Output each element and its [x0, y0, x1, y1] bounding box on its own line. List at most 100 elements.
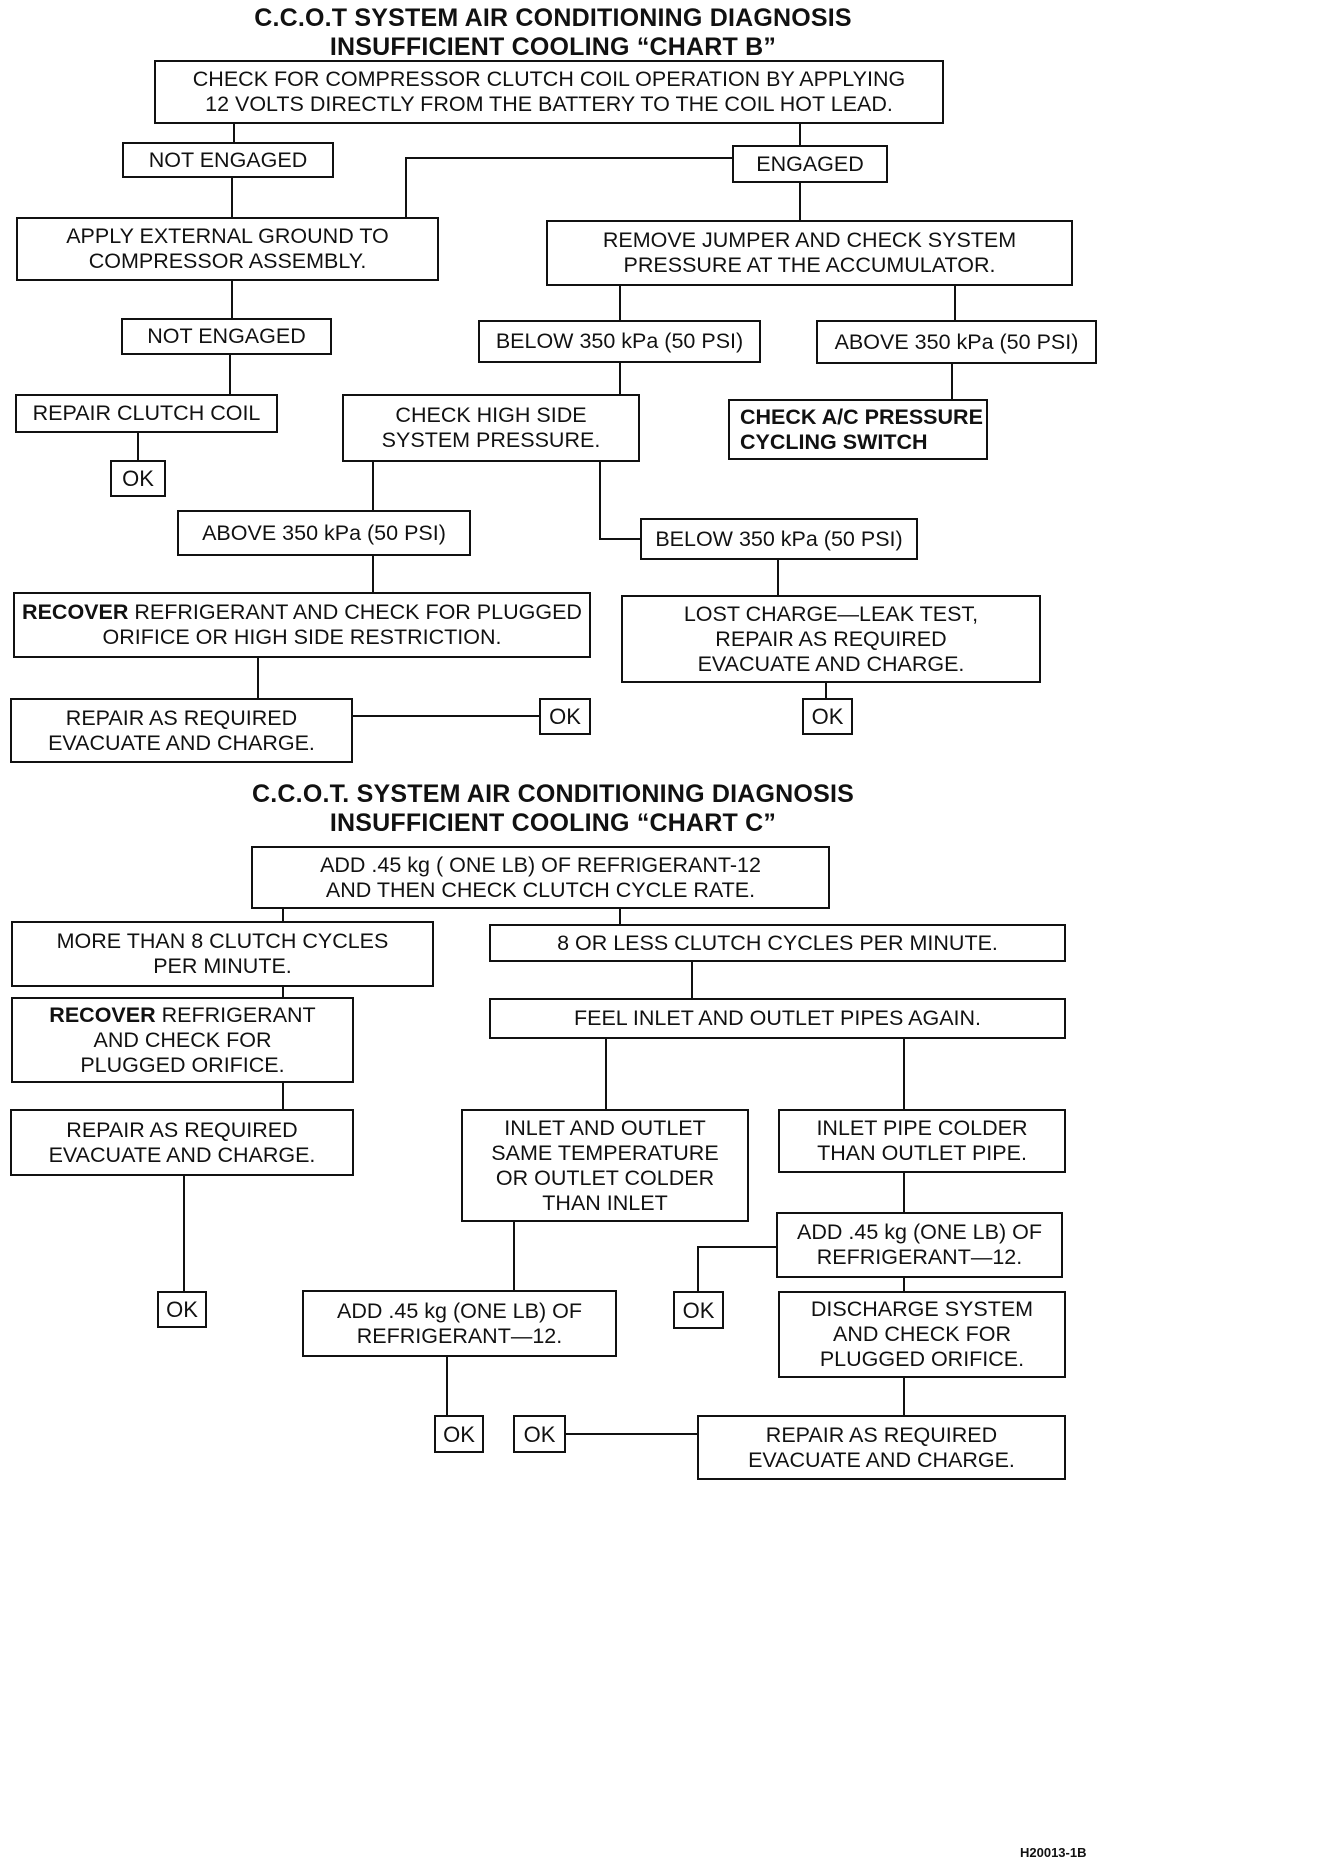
recover-bold-text: RECOVER — [49, 1002, 156, 1027]
chart-b-title: C.C.O.T SYSTEM AIR CONDITIONING DIAGNOSI… — [0, 4, 1106, 62]
below-350-box: BELOW 350 kPa (50 PSI) — [640, 518, 918, 560]
box-text-line: PLUGGED ORIFICE. — [819, 1347, 1025, 1371]
ok-box: OK — [673, 1291, 724, 1329]
ok-box: OK — [513, 1415, 566, 1453]
lost-charge-box: LOST CHARGE—LEAK TEST, REPAIR AS REQUIRE… — [621, 595, 1041, 683]
box-text-line: BELOW 350 kPa (50 PSI) — [655, 526, 903, 551]
engaged-box: ENGAGED — [732, 145, 888, 183]
box-text-line: CYCLING SWITCH — [740, 429, 928, 454]
box-text-line: EVACUATE AND CHARGE. — [697, 651, 965, 676]
ok-box: OK — [110, 460, 166, 497]
box-text-line: ENGAGED — [756, 151, 864, 176]
chart-b-title-line1: C.C.O.T SYSTEM AIR CONDITIONING DIAGNOSI… — [254, 4, 852, 32]
recover-rest-text: REFRIGERANT AND CHECK FOR PLUGGED — [128, 600, 582, 624]
box-text-line: REPAIR AS REQUIRED — [65, 705, 298, 730]
box-text-line: ADD .45 kg (ONE LB) OF — [797, 1220, 1042, 1244]
chart-b-title-line2: INSUFFICIENT COOLING “CHART B” — [329, 33, 777, 61]
box-text-line: ADD .45 kg ( ONE LB) OF REFRIGERANT-12 — [320, 852, 761, 877]
box-text-line: REPAIR AS REQUIRED — [715, 626, 947, 651]
below-350-box: BELOW 350 kPa (50 PSI) — [478, 320, 761, 363]
box-text-line: THAN OUTLET PIPE. — [817, 1141, 1027, 1165]
box-text-line: LOST CHARGE—LEAK TEST, — [683, 601, 979, 626]
recover-bold-text: RECOVER — [22, 600, 129, 624]
box-text-line: SYSTEM PRESSURE. — [381, 428, 601, 452]
box-text-line: ADD .45 kg (ONE LB) OF — [337, 1298, 582, 1323]
repair-clutch-coil-box: REPAIR CLUTCH COIL — [15, 394, 278, 433]
box-text-line: INLET PIPE COLDER — [816, 1116, 1028, 1140]
more-than-8-box: MORE THAN 8 CLUTCH CYCLES PER MINUTE. — [11, 921, 434, 987]
box-text-line: OK — [523, 1421, 556, 1447]
eight-or-less-box: 8 OR LESS CLUTCH CYCLES PER MINUTE. — [489, 924, 1066, 962]
ok-box: OK — [539, 698, 591, 735]
box-text-line: REPAIR AS REQUIRED — [765, 1422, 998, 1447]
box-text-line: OK — [166, 1297, 198, 1322]
feel-pipes-box: FEEL INLET AND OUTLET PIPES AGAIN. — [489, 998, 1066, 1039]
recover-rest-text: REFRIGERANT — [155, 1002, 316, 1027]
not-engaged-box: NOT ENGAGED — [122, 142, 334, 178]
box-text-line: 8 OR LESS CLUTCH CYCLES PER MINUTE. — [557, 930, 998, 955]
box-text-line: REMOVE JUMPER AND CHECK SYSTEM — [602, 228, 1017, 252]
box-text-line: OR OUTLET COLDER — [495, 1165, 715, 1190]
connector — [405, 157, 732, 217]
box-text-line: OK — [811, 704, 844, 729]
box-text-line: NOT ENGAGED — [148, 147, 308, 172]
box-text-line: REFRIGERANT—12. — [356, 1323, 563, 1348]
box-text-line: RECOVER REFRIGERANT — [49, 1003, 315, 1028]
box-text-line: NOT ENGAGED — [147, 324, 306, 348]
add-045-box: ADD .45 kg (ONE LB) OF REFRIGERANT—12. — [776, 1212, 1063, 1278]
ok-box: OK — [157, 1291, 207, 1328]
remove-jumper-box: REMOVE JUMPER AND CHECK SYSTEM PRESSURE … — [546, 220, 1073, 286]
box-text-line: SAME TEMPERATURE — [491, 1140, 719, 1165]
above-350-box: ABOVE 350 kPa (50 PSI) — [177, 510, 471, 556]
add-refrigerant-box: ADD .45 kg ( ONE LB) OF REFRIGERANT-12 A… — [251, 846, 830, 909]
chart-c-title-line2: INSUFFICIENT COOLING “CHART C” — [329, 809, 777, 837]
check-high-side-box: CHECK HIGH SIDE SYSTEM PRESSURE. — [342, 394, 640, 462]
box-text-line: DISCHARGE SYSTEM — [810, 1297, 1034, 1321]
box-text-line: INLET AND OUTLET — [504, 1115, 706, 1140]
inlet-colder-box: INLET PIPE COLDER THAN OUTLET PIPE. — [778, 1109, 1066, 1173]
ok-box: OK — [802, 698, 853, 735]
box-text-line: OK — [682, 1297, 715, 1323]
box-text-line: REPAIR AS REQUIRED — [66, 1117, 298, 1142]
box-text-line: OK — [549, 704, 581, 729]
chart-c-title-line1: C.C.O.T. SYSTEM AIR CONDITIONING DIAGNOS… — [252, 780, 854, 808]
apply-ground-box: APPLY EXTERNAL GROUND TO COMPRESSOR ASSE… — [16, 217, 439, 281]
box-text-line: PER MINUTE. — [153, 954, 292, 978]
box-text-line: OK — [122, 466, 154, 491]
recover-refrigerant-box: RECOVER REFRIGERANT AND CHECK FOR PLUGGE… — [13, 592, 591, 658]
box-text-line: AND CHECK FOR — [833, 1322, 1011, 1346]
repair-evacuate-box: REPAIR AS REQUIRED EVACUATE AND CHARGE. — [697, 1415, 1066, 1480]
box-text-line: REFRIGERANT—12. — [816, 1245, 1023, 1269]
box-text-line: EVACUATE AND CHARGE. — [748, 1447, 1015, 1472]
recover-refrigerant-box: RECOVER REFRIGERANT AND CHECK FOR PLUGGE… — [11, 997, 354, 1083]
box-text-line: AND CHECK FOR — [93, 1027, 272, 1052]
box-text-line: REPAIR CLUTCH COIL — [32, 401, 261, 425]
box-text-line: FEEL INLET AND OUTLET PIPES AGAIN. — [573, 1006, 982, 1030]
box-text-line: AND THEN CHECK CLUTCH CYCLE RATE. — [325, 877, 756, 902]
box-text-line: PRESSURE AT THE ACCUMULATOR. — [623, 253, 996, 277]
chart-c-title: C.C.O.T. SYSTEM AIR CONDITIONING DIAGNOS… — [0, 780, 1106, 838]
check-clutch-box: CHECK FOR COMPRESSOR CLUTCH COIL OPERATI… — [154, 60, 944, 124]
repair-evacuate-box: REPAIR AS REQUIRED EVACUATE AND CHARGE. — [10, 698, 353, 763]
box-text-line: EVACUATE AND CHARGE. — [48, 1142, 316, 1167]
box-text-line: MORE THAN 8 CLUTCH CYCLES — [56, 929, 389, 953]
box-text-line: BELOW 350 kPa (50 PSI) — [495, 329, 744, 353]
discharge-system-box: DISCHARGE SYSTEM AND CHECK FOR PLUGGED O… — [778, 1291, 1066, 1378]
box-text-line: EVACUATE AND CHARGE. — [48, 730, 315, 755]
not-engaged-box: NOT ENGAGED — [121, 318, 332, 355]
connector — [599, 462, 640, 540]
box-text-line: RECOVER REFRIGERANT AND CHECK FOR PLUGGE… — [22, 600, 582, 625]
above-350-box: ABOVE 350 kPa (50 PSI) — [816, 320, 1097, 364]
box-text-line: CHECK HIGH SIDE — [395, 403, 587, 427]
box-text-line: 12 VOLTS DIRECTLY FROM THE BATTERY TO TH… — [205, 92, 893, 116]
box-text-line: CHECK FOR COMPRESSOR CLUTCH COIL OPERATI… — [192, 67, 906, 91]
box-text-line: ABOVE 350 kPa (50 PSI) — [834, 329, 1079, 354]
add-045-box: ADD .45 kg (ONE LB) OF REFRIGERANT—12. — [302, 1290, 617, 1357]
figure-id: H20013-1B — [1020, 1845, 1087, 1860]
repair-evacuate-box: REPAIR AS REQUIRED EVACUATE AND CHARGE. — [10, 1109, 354, 1176]
box-text-line: ABOVE 350 kPa (50 PSI) — [202, 520, 446, 545]
box-text-line: PLUGGED ORIFICE. — [80, 1052, 285, 1077]
box-text-line: OK — [443, 1421, 475, 1447]
check-cycling-switch-box: CHECK A/C PRESSURE CYCLING SWITCH — [728, 399, 988, 460]
